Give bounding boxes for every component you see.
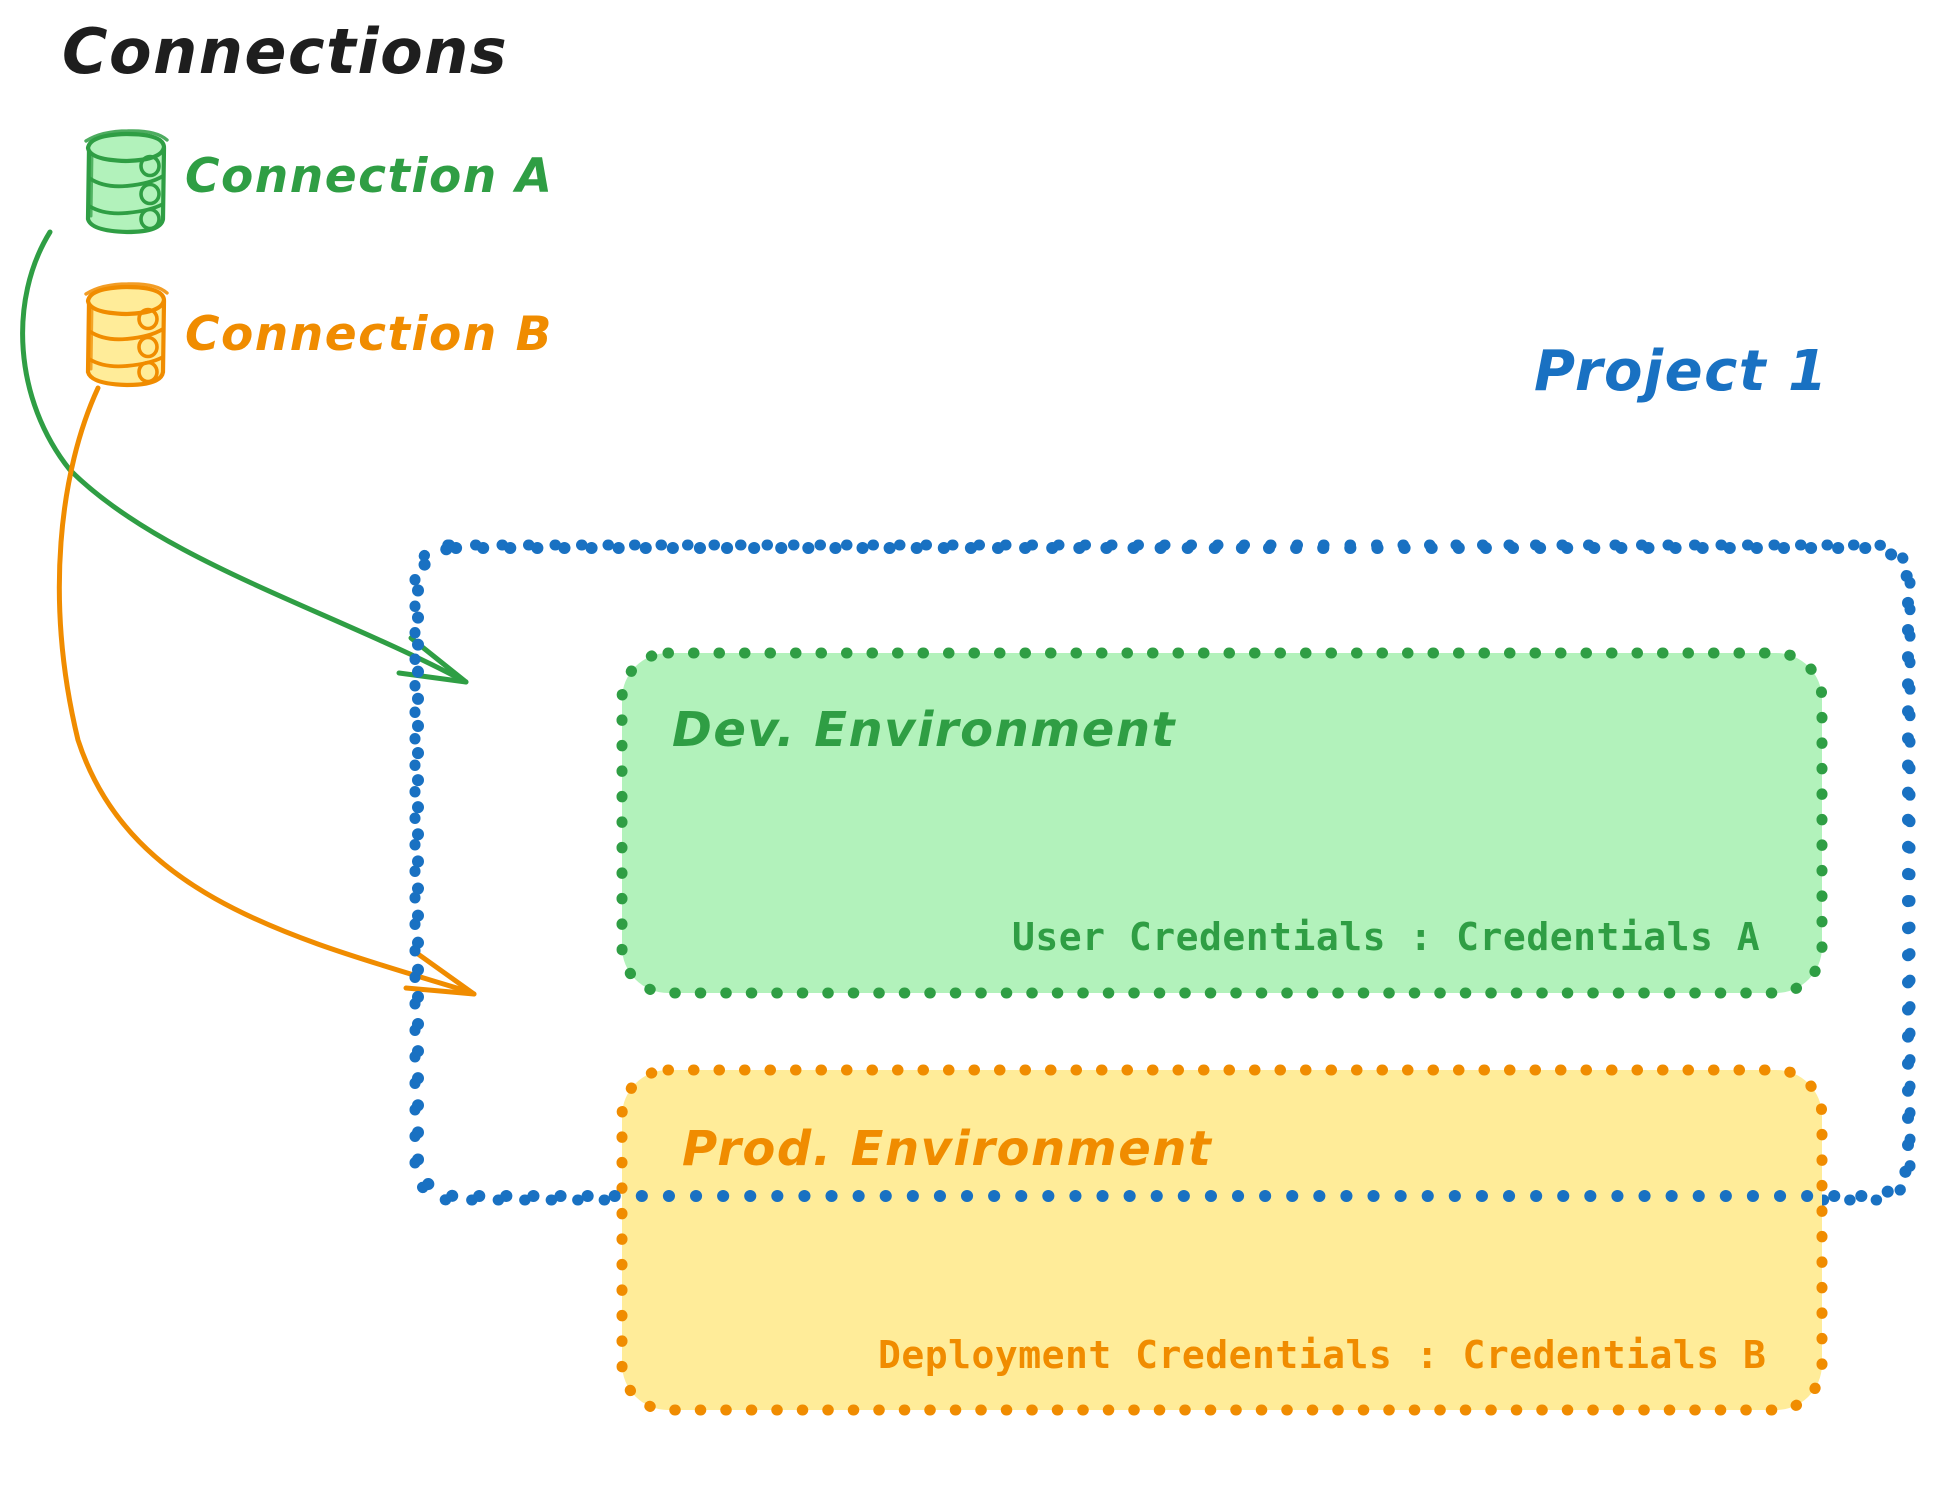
connector-b-to-prod	[56, 385, 477, 997]
page-title: Connections	[62, 15, 508, 88]
connection-a-node[interactable]: Connection A	[84, 129, 554, 235]
prod-environment-border	[616, 1064, 1828, 1416]
dev-environment-detail: User Credentials : Credentials A	[1012, 915, 1760, 959]
connection-b-label: Connection B	[185, 307, 553, 362]
project-label: Project 1	[1534, 339, 1829, 404]
prod-environment-box[interactable]: Prod. Environment Deployment Credentials…	[616, 1064, 1828, 1416]
dev-environment-title: Dev. Environment	[672, 702, 1176, 758]
connection-a-label: Connection A	[185, 149, 554, 204]
database-cylinder-icon	[84, 129, 169, 235]
prod-environment-title: Prod. Environment	[682, 1121, 1213, 1177]
prod-environment-detail: Deployment Credentials : Credentials B	[878, 1333, 1766, 1377]
dev-environment-box[interactable]: Dev. Environment User Credentials : Cred…	[616, 647, 1828, 999]
connection-b-node[interactable]: Connection B	[84, 282, 553, 388]
database-cylinder-icon	[84, 282, 169, 388]
